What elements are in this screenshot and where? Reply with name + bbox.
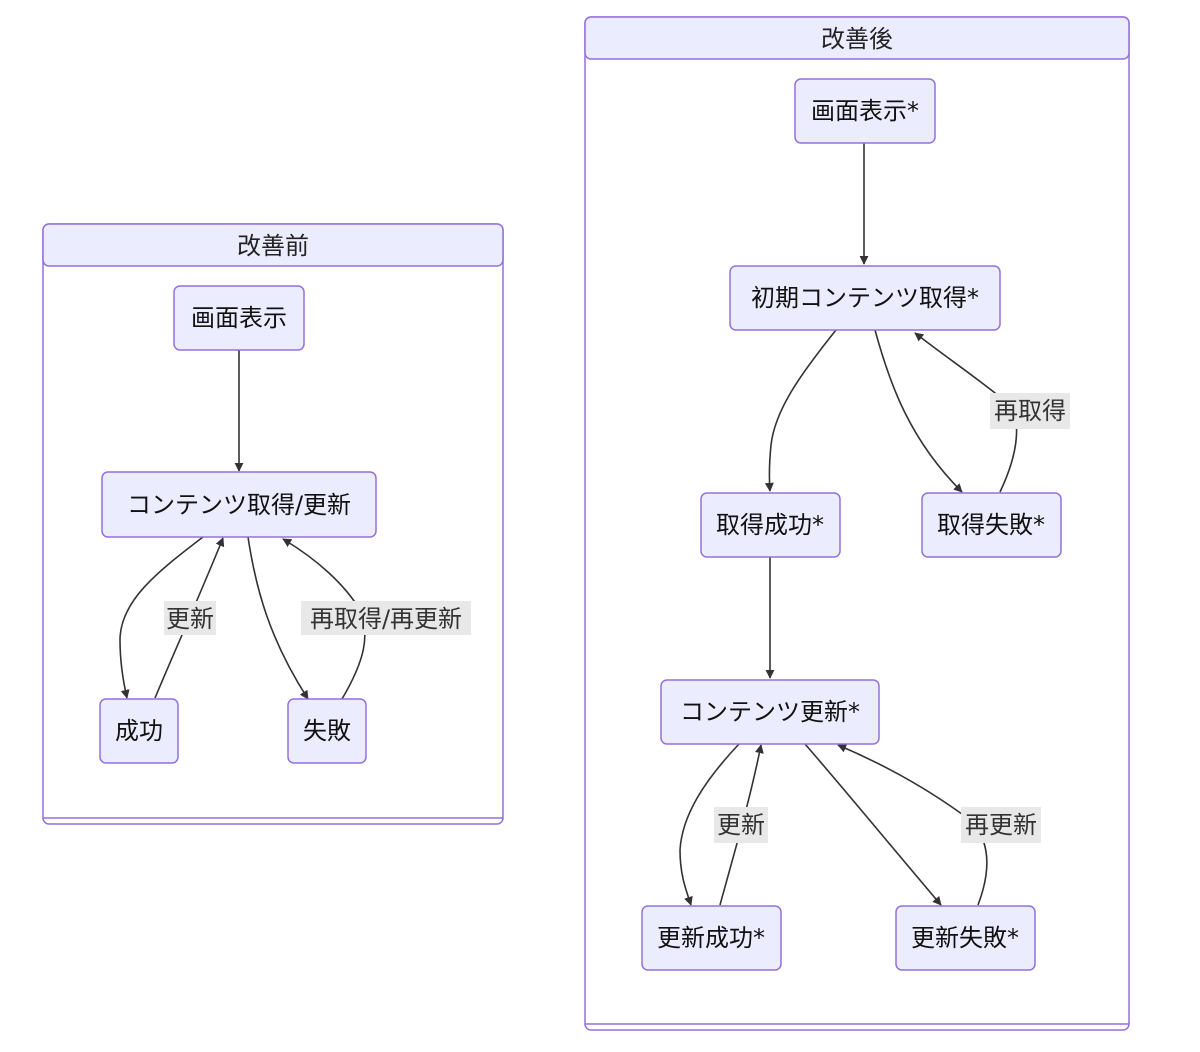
node-before-failure: [287, 698, 367, 764]
edge-label-after-refetch: 再取得: [994, 397, 1066, 425]
node-before-display-label: 画面表示: [191, 304, 287, 332]
edge-label-before-update: 更新: [166, 605, 214, 633]
node-before-success: [99, 698, 179, 764]
node-after-fetch-success: [700, 492, 841, 558]
edge-label-before-refetch-reupdate: 再取得/再更新: [310, 605, 462, 633]
cluster-before-header: [42, 223, 504, 267]
edge-label-after-update: 更新: [717, 811, 765, 839]
nodes-before: 画面表示 コンテンツ取得/更新 成功 失敗: [99, 285, 377, 764]
node-before-fetch-update-label: コンテンツ取得/更新: [127, 491, 351, 519]
cluster-after-header: [584, 16, 1130, 60]
node-after-update-success-label: 更新成功*: [657, 924, 765, 952]
edge-labels-after: 再取得 更新 再更新: [714, 393, 1070, 843]
node-after-fetch-success-label: 取得成功*: [716, 511, 824, 539]
node-before-display: [173, 285, 305, 351]
node-before-success-label: 成功: [115, 717, 163, 745]
edge-after-update-to-update-success: [679, 743, 740, 906]
node-after-display: [794, 78, 936, 144]
edge-before-fetch-to-success: [119, 536, 204, 699]
edges-after: [679, 143, 1018, 906]
node-after-fetch-failure: [921, 492, 1062, 558]
node-after-content-update: [660, 679, 880, 745]
nodes-after: 画面表示* 初期コンテンツ取得* 取得成功* 取得失敗* コンテンツ更新* 更新…: [641, 78, 1062, 971]
edge-after-initial-to-fetch-success: [764, 329, 837, 492]
node-before-failure-label: 失敗: [303, 717, 351, 745]
cluster-after-title: 改善後: [821, 25, 893, 53]
node-after-update-success: [641, 905, 782, 971]
edge-labels-before: 更新 再取得/再更新: [164, 601, 471, 635]
node-after-fetch-failure-label: 取得失敗*: [937, 511, 1045, 539]
node-after-update-failure: [895, 905, 1036, 971]
node-before-fetch-update: [101, 471, 377, 538]
edge-after-update-to-update-failure: [804, 743, 942, 906]
edge-after-initial-to-fetch-failure: [874, 329, 963, 493]
cluster-before-title: 改善前: [237, 232, 309, 260]
node-after-update-failure-label: 更新失敗*: [911, 924, 1019, 952]
node-after-initial-fetch: [729, 265, 1001, 331]
node-after-display-label: 画面表示*: [811, 97, 919, 125]
edge-label-after-reupdate: 再更新: [965, 811, 1037, 839]
edge-before-fetch-to-failure: [247, 536, 309, 700]
node-after-initial-fetch-label: 初期コンテンツ取得*: [751, 284, 979, 312]
node-after-content-update-label: コンテンツ更新*: [680, 698, 860, 726]
